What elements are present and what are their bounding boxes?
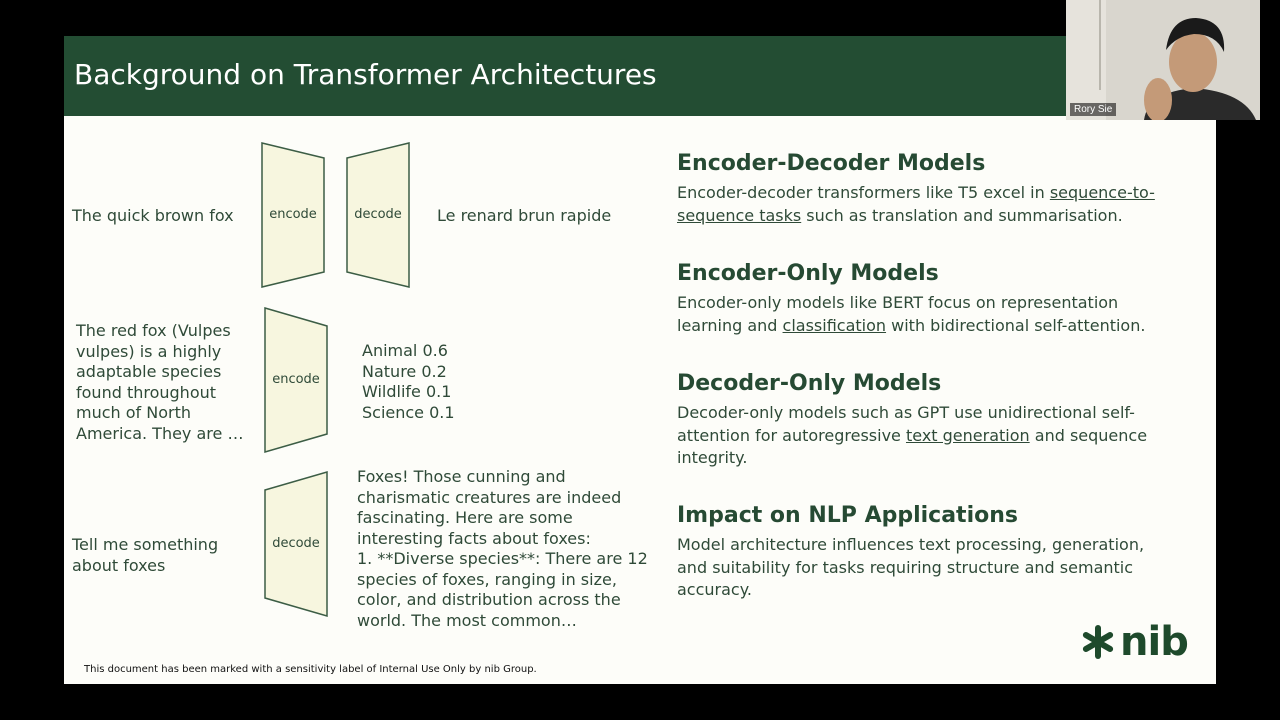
section-heading: Encoder-Only Models [677,261,939,286]
participant-video-icon [1066,0,1260,120]
row3-output-line: interesting facts about foxes: [357,528,591,548]
row2-input-line: found throughout [76,382,217,402]
section-link[interactable]: classification [782,315,887,335]
section-body: Encoder-decoder transformers like T5 exc… [677,182,1177,227]
section-impact: Impact on NLP Applications Model archite… [677,502,1177,602]
section-body: Model architecture influences text proce… [677,534,1177,602]
participant-name-label: Rory Sie [1070,103,1117,116]
section-body-text: such as translation and summarisation. [801,205,1123,225]
row3-output-line: fascinating. Here are some [357,508,573,527]
row3-input-line: about foxes [72,555,166,575]
row2-input-line: vulpes) is a highly [76,341,222,361]
classification-label: Nature 0.2 [362,361,447,381]
row1-decoder-label: decode [354,207,402,222]
row3-output-text: Foxes! Those cunning and charismatic cre… [357,467,657,631]
row1-encoder-shape [261,142,325,288]
row3-output-line: 1. **Diverse species**: There are 12 [357,549,648,568]
row1-decoder-shape [346,142,410,288]
row2-encoder-label: encode [272,372,320,387]
section-heading: Encoder-Decoder Models [677,151,986,176]
section-encoder-only: Encoder-Only Models Encoder-only models … [677,260,1177,337]
row2-output-labels: Animal 0.6 Nature 0.2 Wildlife 0.1 Scien… [362,341,522,423]
section-body-text: with bidirectional self-attention. [886,315,1146,335]
section-link[interactable]: sequence-to-sequence tasks [677,183,1155,225]
section-body-text: Decoder-only models such as GPT use unid… [677,403,1135,445]
row2-encoder-shape [264,307,328,453]
section-body: Encoder-only models like BERT focus on r… [677,292,1177,337]
row3-decoder-shape [264,471,328,617]
presentation-slide: Background on Transformer Architectures … [64,36,1216,684]
classification-label: Science 0.1 [362,402,455,422]
webcam-tile[interactable]: Rory Sie [1066,0,1260,120]
sensitivity-footer: This document has been marked with a sen… [84,664,537,675]
section-body-text: and sequence integrity. [677,425,1148,468]
row1-output-text: Le renard brun rapide [437,206,612,225]
section-body-text: Encoder-decoder transformers like T5 exc… [677,183,1050,202]
title-bar: Background on Transformer Architectures [64,36,1216,116]
slide-title: Background on Transformer Architectures [74,58,657,91]
section-heading: Decoder-Only Models [677,371,942,396]
classification-label: Animal 0.6 [362,341,448,360]
row2-input-line: America. They are … [76,423,244,443]
nib-asterisk-icon [1082,625,1114,659]
row2-input-text: The red fox (Vulpes vulpes) is a highly … [76,321,261,444]
row3-output-line: charismatic creatures are indeed [357,487,622,507]
row3-output-line: color, and distribution across the [357,590,621,609]
nib-logo: nib [1080,619,1189,665]
row1-input-text: The quick brown fox [72,206,234,225]
row3-output-line: world. The most common… [357,610,577,630]
section-link[interactable]: text generation [905,425,1030,445]
row3-input-text: Tell me something about foxes [72,535,257,576]
row2-input-line: adaptable species [76,362,222,381]
section-body: Decoder-only models such as GPT use unid… [677,402,1177,470]
row3-input-line: Tell me something [72,535,219,554]
diagram-shapes [261,142,410,617]
row2-input-line: much of North [76,403,192,422]
row2-input-line: The red fox (Vulpes [76,321,231,340]
classification-label: Wildlife 0.1 [362,382,452,401]
row3-output-line: Foxes! Those cunning and [357,467,566,486]
section-decoder-only: Decoder-Only Models Decoder-only models … [677,370,1177,470]
nib-logo-text: nib [1120,619,1189,665]
section-encoder-decoder: Encoder-Decoder Models Encoder-decoder t… [677,150,1177,227]
section-body-text: Encoder-only models like BERT focus on r… [677,293,1119,335]
row1-encoder-label: encode [269,207,317,222]
section-body-text: Model architecture influences text proce… [677,535,1145,599]
row3-output-line: species of foxes, ranging in size, [357,569,617,589]
section-heading: Impact on NLP Applications [677,503,1018,528]
row3-decoder-label: decode [272,536,320,551]
